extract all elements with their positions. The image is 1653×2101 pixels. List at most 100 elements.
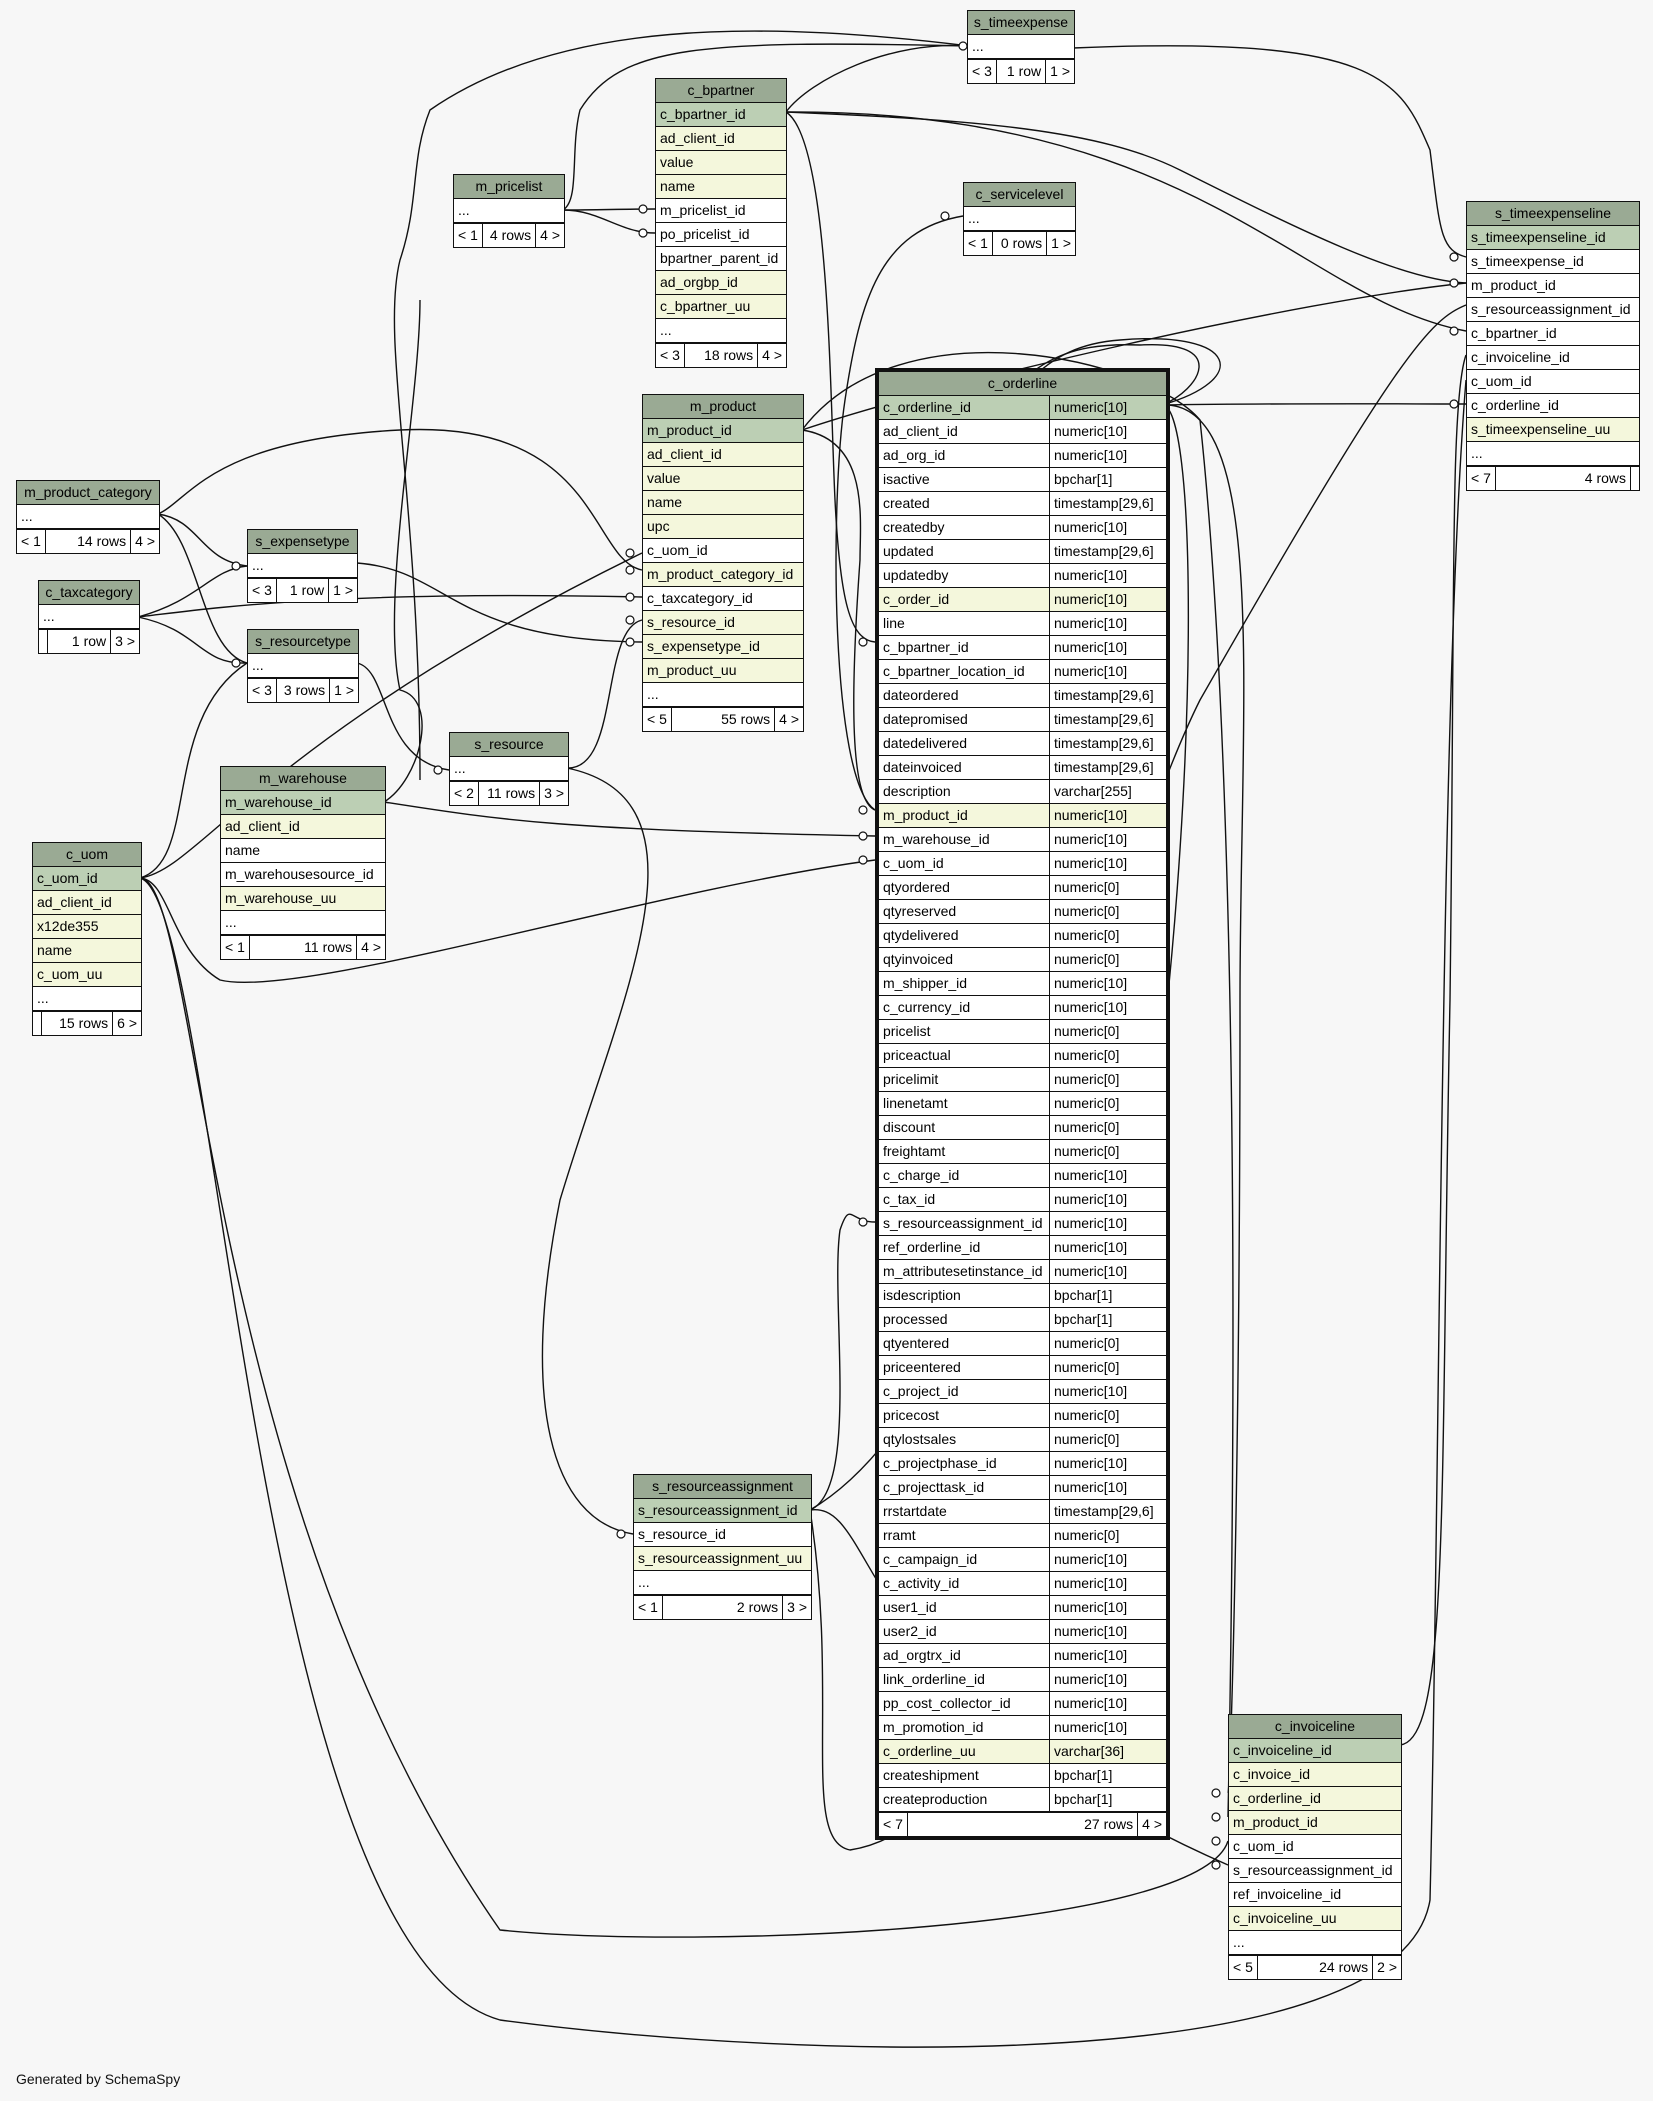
children-link[interactable]: 2 > [1377,1959,1397,1975]
column-row[interactable]: ad_client_id [643,443,803,467]
column-row[interactable]: s_resourceassignment_id [1229,1859,1401,1883]
children-link[interactable]: 1 > [333,582,353,598]
column-row[interactable]: ... [39,605,139,629]
children-link[interactable]: 4 > [1142,1816,1162,1832]
parents-link[interactable]: < 2 [450,782,479,805]
column-row[interactable]: s_resourceassignment_id [1467,298,1639,322]
column-row[interactable]: ... [968,35,1074,59]
column-row[interactable]: s_resourceassignment_id [634,1499,811,1523]
column-row[interactable]: s_expensetype_id [643,635,803,659]
column-row[interactable]: c_invoiceline_id [1467,346,1639,370]
column-row[interactable]: c_invoiceline_uu [1229,1907,1401,1931]
parents-link[interactable]: < 1 [454,224,483,247]
column-row[interactable]: ... [634,1571,811,1595]
column-row[interactable]: ref_invoiceline_id [1229,1883,1401,1907]
column-row[interactable]: name [656,175,786,199]
children-link[interactable] [1631,467,1639,490]
column-row[interactable]: name [643,491,803,515]
column-row[interactable]: name [221,839,385,863]
column-row[interactable]: m_pricelist_id [656,199,786,223]
column-row[interactable]: value [643,467,803,491]
column-row[interactable]: ad_client_id [221,815,385,839]
column-row[interactable]: c_bpartner_id [656,103,786,127]
column-row[interactable]: ad_client_id [656,127,786,151]
column-row[interactable]: ad_client_id [33,891,141,915]
column-row[interactable]: m_product_id [643,419,803,443]
column-row[interactable]: bpartner_parent_id [656,247,786,271]
column-row[interactable]: c_uom_id [33,867,141,891]
column-row[interactable]: value [656,151,786,175]
column-row[interactable]: ... [248,654,358,678]
column-row[interactable]: c_uom_id [1229,1835,1401,1859]
children-link[interactable]: 4 > [540,227,560,243]
column-row[interactable]: upc [643,515,803,539]
column-row[interactable]: ... [17,505,159,529]
column-row[interactable]: ... [964,207,1075,231]
column-row[interactable]: m_product_id [1229,1811,1401,1835]
parents-link[interactable]: < 3 [248,579,277,602]
column-row[interactable]: c_invoice_id [1229,1763,1401,1787]
column-row[interactable]: ... [221,911,385,935]
column-row[interactable]: c_uom_id [1467,370,1639,394]
column-row[interactable]: s_timeexpenseline_uu [1467,418,1639,442]
column-row[interactable]: s_timeexpenseline_id [1467,226,1639,250]
column-row[interactable]: c_taxcategory_id [643,587,803,611]
column-row[interactable]: ... [1467,442,1639,466]
column-row[interactable]: c_bpartner_uu [656,295,786,319]
parents-link[interactable] [33,1012,42,1035]
column-row[interactable]: name [33,939,141,963]
children-link[interactable]: 6 > [117,1015,137,1031]
parents-link[interactable]: < 5 [643,708,672,731]
column-row[interactable]: c_uom_id [643,539,803,563]
parents-link[interactable]: < 3 [656,344,685,367]
column-row[interactable]: ad_orgbp_id [656,271,786,295]
parents-link[interactable] [39,630,48,653]
children-link[interactable]: 1 > [334,682,354,698]
